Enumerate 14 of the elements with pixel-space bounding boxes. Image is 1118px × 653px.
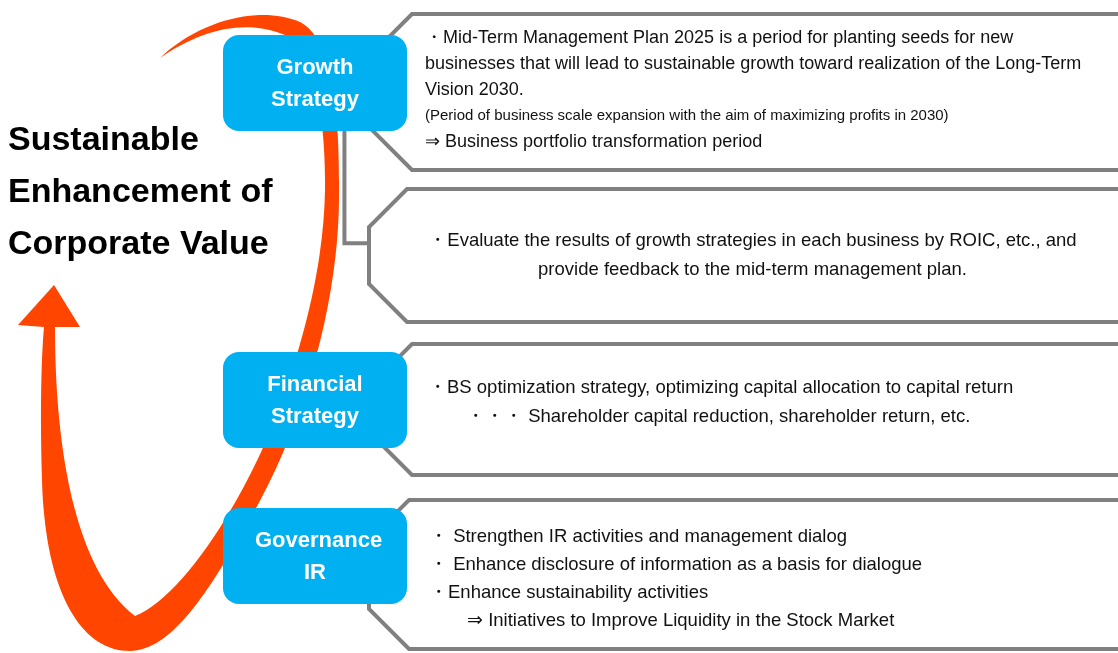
bullet-text: ・ Strengthen IR activities and management dialog (429, 524, 848, 548)
bullet-text: ⇒ Initiatives to Improve Liquidity in the Stock Market (467, 608, 896, 632)
strategy-box: Growth Strategy (223, 35, 407, 131)
strategy-box: Governance IR (223, 508, 407, 604)
bullet-text: ・・・ Shareholder capital reduction, shareholder return, etc. (466, 404, 972, 428)
bullet-text: ・ Enhance disclosure of information as a basis for dialogue (429, 552, 924, 576)
bullet-text: ⇒ Business portfolio transformation period (425, 130, 764, 153)
connector-line (342, 131, 367, 246)
strategy-box: Financial Strategy (223, 352, 407, 448)
description-text: ・Evaluate the results of growth strategies in each business by ROIC, etc., and provide feedback to the mid-term management plan. (427, 228, 1078, 281)
bullet-text: ・Mid-Term Management Plan 2025 is a period for planting seeds for new businesses that will lead to sustainable growth toward realization of the Long-Term Vision 2030. (425, 26, 1083, 101)
bullet-text: (Period of business scale expansion with the aim of maximizing profits in 2030) (425, 105, 950, 125)
bullet-text: ・BS optimization strategy, optimizing capital allocation to capital return (428, 375, 1015, 399)
bullet-text: ・Enhance sustainability activities (429, 580, 710, 604)
